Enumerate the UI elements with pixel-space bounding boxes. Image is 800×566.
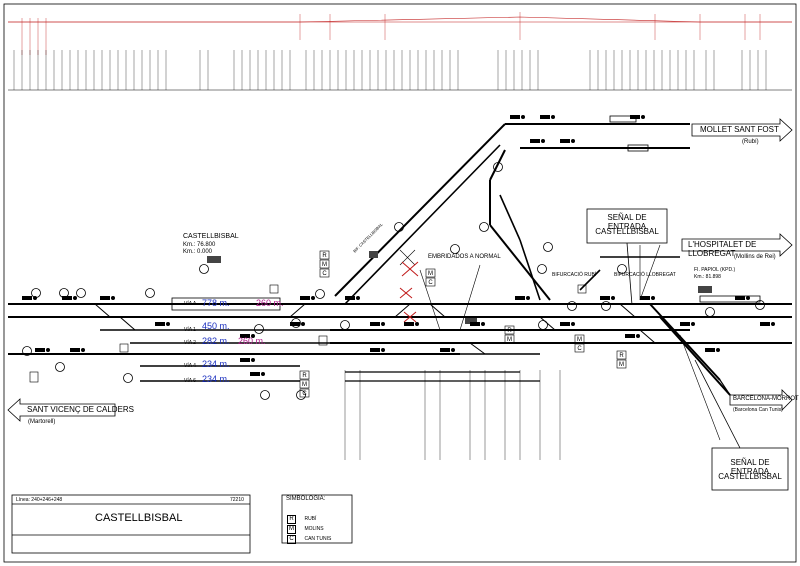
arrow-barcelona	[729, 389, 793, 411]
svg-text:R: R	[322, 253, 327, 259]
guide-lines	[399, 244, 721, 441]
signal-callout-1-line1: SEÑAL DE ENTRADA	[607, 213, 647, 231]
dest-barcelona-via: (Barcelona Can Tunis)	[733, 407, 783, 413]
station-km-2: Km.: 0.000	[183, 249, 213, 255]
svg-text:M: M	[322, 262, 327, 268]
dashed-guides	[344, 370, 561, 460]
svg-text:C: C	[322, 271, 327, 277]
dest-hospitalet-name: L'HOSPITALET DE LLOBREGAT	[688, 240, 757, 258]
arrow-hospitalet	[681, 233, 793, 257]
arrow-sant-vicenc	[7, 398, 116, 422]
dest-barcelona-name: BARCELONA-MORROT	[733, 396, 799, 402]
drawing-frame	[3, 3, 797, 563]
track-via-6: VÍA 6	[184, 378, 196, 384]
legend-label-c: CAN TUNIS	[304, 536, 332, 542]
svg-text:M: M	[577, 337, 582, 343]
svg-text:C: C	[577, 346, 582, 352]
track-via-2-length-2: 260 m.	[238, 336, 266, 346]
bifurcation-llobregat: BIFURCACIÓ LLOBREGAT	[614, 272, 676, 278]
legend-letter-r: R	[287, 515, 296, 524]
signal-callout-1-line2: CASTELLBISBAL	[595, 227, 659, 236]
track-via-6-length: 234 m.	[202, 374, 230, 384]
track-via-1-length: 450 m.	[202, 321, 230, 331]
track-via-4: VÍA 4	[184, 363, 196, 369]
legend-title: SIMBOLOGIA:	[286, 496, 326, 502]
embridados-note: EMBRIDADOS A NORMAL	[428, 254, 501, 260]
footer-lines: Línea: 240+246+248	[16, 497, 63, 503]
legend-label-r: RUBÍ	[304, 516, 317, 522]
footer-code: 72210	[230, 497, 244, 503]
crossed-switches	[399, 261, 419, 323]
papiol-km: Km.: 81.898	[694, 274, 721, 280]
papiol-label: FI. PAPIOL (KPD.)	[694, 267, 736, 273]
bifurcation-rubi: BIFURCACIÓ RUBÍ	[552, 272, 597, 278]
track-via-a-length: 778 m.	[202, 298, 230, 308]
signal-heads	[22, 115, 775, 376]
arrow-mollet	[691, 118, 793, 142]
svg-text:M: M	[619, 362, 624, 368]
track-via-2-length: 282 m.	[202, 336, 230, 346]
svg-text:R: R	[302, 373, 307, 379]
legend-item-m: M MOLINS	[287, 517, 324, 534]
track-via-2: VÍA 2	[184, 340, 196, 346]
signal-callout-2-line1: SEÑAL DE ENTRADA	[730, 458, 770, 476]
legend-item-c: C CAN TUNIS	[287, 527, 331, 544]
svg-text:C: C	[302, 391, 307, 397]
svg-text:M: M	[507, 337, 512, 343]
station-name: CASTELLBISBAL	[183, 233, 239, 240]
dest-hospitalet-via: (Mollins de Rei)	[734, 254, 776, 260]
svg-text:M: M	[302, 382, 307, 388]
track-via-1: VÍA 1	[184, 327, 196, 333]
legend-letter-m: M	[287, 525, 296, 534]
track-via-4-length: 234 m.	[202, 359, 230, 369]
signal-callouts	[586, 208, 789, 491]
signal-callout-2-line2: CASTELLBISBAL	[718, 472, 782, 481]
kilometric-profile-strip	[8, 12, 792, 91]
svg-text:C: C	[428, 280, 433, 286]
destination-arrows	[7, 118, 793, 422]
dest-mollet-via: (Rubí)	[742, 139, 759, 145]
footer-title: CASTELLBISBAL	[95, 512, 183, 524]
rmc-boxes: R M C M C R M M C R M R M C	[29, 250, 627, 398]
svg-text:R: R	[507, 328, 512, 334]
main-tracks	[8, 123, 792, 396]
track-via-a-length-2: 260 m.	[256, 298, 284, 308]
legend-item-r: R RUBÍ	[287, 507, 316, 524]
legend-letter-c: C	[287, 535, 296, 544]
svg-text:R: R	[619, 353, 624, 359]
dest-sant-vicenc-name: SANT VICENÇ DE CALDERS	[27, 405, 134, 414]
svg-text:M: M	[428, 271, 433, 277]
dest-sant-vicenc-via: (Martorell)	[28, 419, 56, 425]
legend-label-m: MOLINS	[304, 526, 324, 532]
footer-frame	[11, 494, 353, 554]
building-blocks	[207, 251, 712, 324]
signal-t-markers	[22, 162, 765, 400]
track-via-a: VÍA A	[184, 301, 197, 307]
dest-mollet-name: MOLLET SANT FOST	[700, 125, 779, 134]
station-km-1: Km.: 76.800	[183, 242, 216, 248]
platforms	[171, 115, 761, 311]
